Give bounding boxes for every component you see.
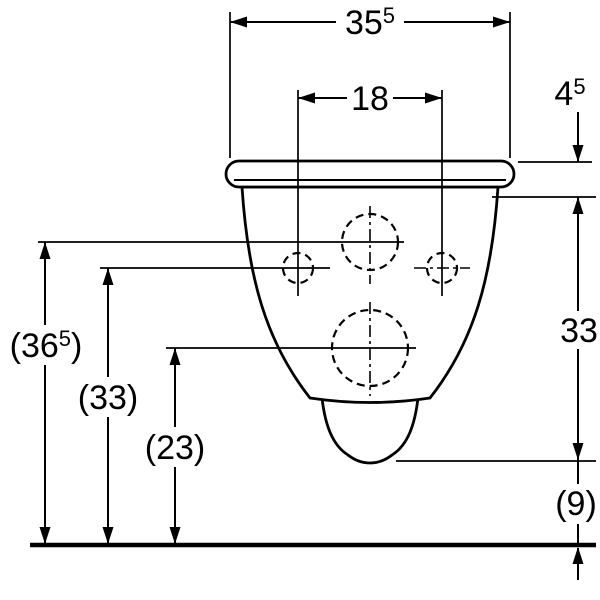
label-mask [3,325,89,365]
bowl-outline [240,185,500,404]
arrowhead-holes-up [102,268,114,285]
label-mask [139,427,212,467]
dim-label-holes-height: (33) [78,379,138,417]
dim-label-supply-height: (365) [10,326,83,365]
label-mask [557,311,600,349]
dim-label-seat-height: 45 [554,74,585,113]
arrowhead-width-left [230,16,247,28]
label-mask [347,81,393,115]
outlet-connection-hole [330,308,410,388]
label-mask [72,377,145,417]
arrowhead-spacing-right [425,92,442,104]
dim-label-bowl-height: 33 [560,312,598,350]
label-mask [551,484,600,524]
dim-label-below-outlet: (9) [555,485,597,523]
arrowhead-spacing-left [298,92,315,104]
dim-label-hole-spacing: 18 [351,80,389,118]
arrowhead-bowl-height-down [572,443,584,460]
arrowhead-below-floor-up [572,547,584,564]
arrowhead-seat-height-down [572,145,584,162]
arrowhead-holes-down [102,527,114,544]
outlet-pipe-outline [320,397,420,465]
arrowhead-width-right [493,16,510,28]
arrowhead-supply-up [39,242,51,259]
arrowhead-outlet-up [169,348,181,365]
seat-lid-outline [224,159,516,189]
label-mask [336,4,404,38]
dim-label-overall-width: 355 [345,3,395,42]
arrowhead-supply-down [39,527,51,544]
fixing-hole-right [425,251,459,285]
arrowhead-bowl-height-up [572,197,584,214]
fixing-hole-left [281,251,315,285]
arrowhead-outlet-down [169,527,181,544]
dim-label-outlet-height: (23) [145,429,205,467]
